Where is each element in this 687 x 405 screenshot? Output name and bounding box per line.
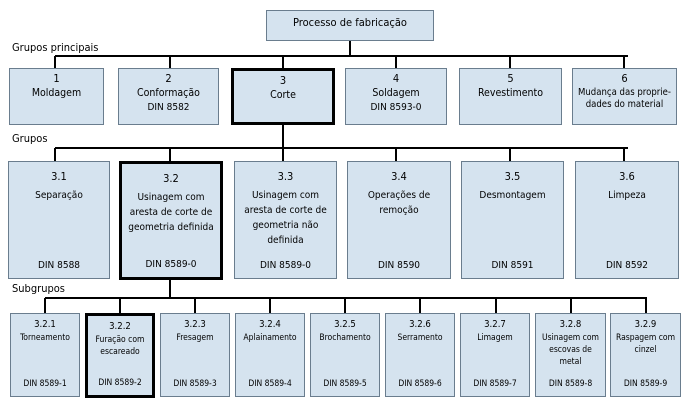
main-group-din: DIN 8593-0 bbox=[370, 102, 422, 113]
subgroup-din: DIN 8589-8 bbox=[548, 379, 593, 390]
main-group-number: 1 bbox=[53, 72, 60, 85]
group-name: Separação bbox=[35, 190, 83, 201]
group-number: 3.4 bbox=[391, 170, 407, 183]
main-group-din: DIN 8582 bbox=[147, 102, 190, 113]
subgroup-3-2-9: 3.2.9 Raspagem com cinzel DIN 8589-9 bbox=[610, 313, 681, 397]
group-din: DIN 8590 bbox=[377, 259, 421, 271]
subgroup-3-2-7: 3.2.7 Limagem DIN 8589-7 bbox=[460, 313, 530, 397]
subgroup-din: DIN 8589-5 bbox=[323, 379, 367, 390]
subgroup-number: 3.2.1 bbox=[34, 319, 56, 330]
subgroup-number: 3.2.7 bbox=[484, 319, 506, 330]
subgroup-3-2-4: 3.2.4 Aplainamento DIN 8589-4 bbox=[235, 313, 305, 397]
subgroup-number: 3.2.2 bbox=[109, 321, 131, 332]
main-group-name: Mudança das proprie-dades do material bbox=[578, 87, 671, 111]
root-box: Processo de fabricação bbox=[266, 10, 434, 41]
label-subgroups: Subgrupos bbox=[12, 282, 65, 295]
subgroup-3-2-5: 3.2.5 Brochamento DIN 8589-5 bbox=[310, 313, 380, 397]
subgroup-number: 3.2.6 bbox=[409, 319, 431, 330]
subgroup-3-2-8: 3.2.8 Usinagem com escovas de metal DIN … bbox=[535, 313, 606, 397]
group-name: Operações de remoção bbox=[367, 190, 431, 216]
group-3-3: 3.3 Usinagem com aresta de corte de geom… bbox=[234, 161, 337, 279]
subgroup-number: 3.2.8 bbox=[559, 319, 582, 330]
group-din: DIN 8588 bbox=[37, 259, 81, 271]
group-number: 3.6 bbox=[619, 170, 635, 183]
group-name: Usinagem com aresta de corte de geometri… bbox=[128, 192, 214, 233]
main-group-3: 3 Corte bbox=[231, 68, 335, 125]
group-number: 3.2 bbox=[163, 172, 179, 185]
subgroup-name: Usinagem com escovas de metal bbox=[541, 333, 599, 367]
subgroup-din: DIN 8589-2 bbox=[98, 378, 142, 389]
subgroup-din: DIN 8589-3 bbox=[173, 379, 217, 390]
group-din: DIN 8589-0 bbox=[145, 258, 197, 270]
main-group-6: 6 Mudança das proprie-dades do material bbox=[572, 68, 677, 125]
label-groups: Grupos bbox=[12, 132, 48, 145]
subgroup-name: Aplainamento bbox=[243, 333, 297, 343]
group-3-4: 3.4 Operações de remoção DIN 8590 bbox=[347, 161, 451, 279]
subgroup-din: DIN 8589-1 bbox=[23, 379, 67, 390]
subgroup-din: DIN 8589-4 bbox=[248, 379, 292, 390]
group-3-1: 3.1 Separação DIN 8588 bbox=[8, 161, 110, 279]
subgroup-name: Brochamento bbox=[319, 333, 371, 343]
subgroup-name: Torneamento bbox=[20, 333, 70, 343]
main-group-name: Revestimento bbox=[477, 87, 544, 99]
subgroup-din: DIN 8589-7 bbox=[473, 379, 517, 390]
group-number: 3.5 bbox=[504, 170, 521, 183]
main-group-number: 5 bbox=[507, 72, 514, 85]
group-name: Desmontagem bbox=[479, 190, 546, 201]
main-group-number: 4 bbox=[392, 72, 400, 85]
group-din: DIN 8592 bbox=[605, 259, 649, 271]
main-group-1: 1 Moldagem bbox=[9, 68, 104, 125]
subgroup-number: 3.2.3 bbox=[184, 319, 206, 330]
main-group-name: Moldagem bbox=[31, 87, 82, 99]
group-din: DIN 8589-0 bbox=[259, 259, 312, 271]
group-name: Limpeza bbox=[608, 190, 646, 201]
group-3-5: 3.5 Desmontagem DIN 8591 bbox=[461, 161, 564, 279]
subgroup-3-2-3: 3.2.3 Fresagem DIN 8589-3 bbox=[160, 313, 230, 397]
subgroup-name: Limagem bbox=[477, 333, 513, 343]
main-group-2: 2 Conformação DIN 8582 bbox=[118, 68, 219, 125]
group-3-2: 3.2 Usinagem com aresta de corte de geom… bbox=[119, 161, 223, 280]
main-group-number: 6 bbox=[621, 72, 628, 85]
main-group-name: Soldagem bbox=[372, 87, 420, 99]
group-name: Usinagem com aresta de corte de geometri… bbox=[244, 190, 327, 246]
subgroup-name: Serramento bbox=[397, 333, 443, 343]
subgroup-number: 3.2.5 bbox=[334, 319, 356, 330]
subgroup-3-2-6: 3.2.6 Serramento DIN 8589-6 bbox=[385, 313, 455, 397]
root-label: Processo de fabricação bbox=[293, 16, 407, 29]
subgroup-3-2-1: 3.2.1 Torneamento DIN 8589-1 bbox=[10, 313, 80, 397]
main-group-name: Conformação bbox=[137, 87, 200, 99]
subgroup-number: 3.2.4 bbox=[259, 319, 281, 330]
subgroup-3-2-2: 3.2.2 Furação com escareado DIN 8589-2 bbox=[85, 313, 155, 398]
subgroup-din: DIN 8589-6 bbox=[398, 379, 442, 390]
label-main-groups: Grupos principais bbox=[12, 41, 99, 54]
group-number: 3.1 bbox=[51, 170, 67, 183]
main-group-number: 2 bbox=[165, 72, 172, 85]
subgroup-name: Raspagem com cinzel bbox=[615, 333, 676, 355]
subgroup-din: DIN 8589-9 bbox=[623, 379, 668, 390]
main-group-number: 3 bbox=[279, 74, 287, 87]
subgroup-name: Furação com escareado bbox=[95, 335, 145, 357]
subgroup-name: Fresagem bbox=[176, 333, 214, 343]
group-number: 3.3 bbox=[277, 170, 294, 183]
main-group-5: 5 Revestimento bbox=[459, 68, 562, 125]
group-3-6: 3.6 Limpeza DIN 8592 bbox=[575, 161, 679, 279]
main-group-name: Corte bbox=[270, 89, 296, 101]
group-din: DIN 8591 bbox=[491, 259, 534, 271]
subgroup-number: 3.2.9 bbox=[634, 319, 657, 330]
main-group-4: 4 Soldagem DIN 8593-0 bbox=[345, 68, 447, 125]
